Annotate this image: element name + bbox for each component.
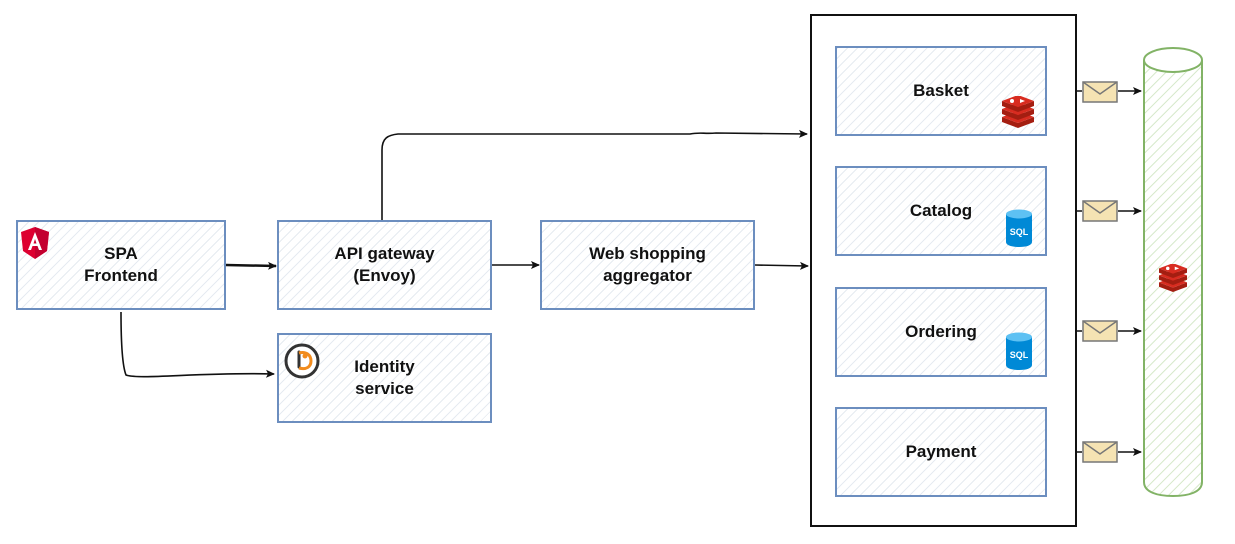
spa-frontend-label: SPA Frontend [84,244,158,285]
message-icon [1082,200,1118,222]
catalog-label: Catalog [909,201,973,220]
api-gateway-node[interactable]: API gateway (Envoy) [277,220,492,310]
redis-icon [1159,264,1187,292]
identity-server-icon [284,343,320,379]
basket-label: Basket [913,81,969,100]
svg-text:SQL: SQL [1010,227,1029,237]
web-shopping-aggregator-node[interactable]: Web shopping aggregator [540,220,755,310]
sql-database-icon: SQL [1006,332,1032,370]
api-gateway-label: API gateway (Envoy) [334,244,435,285]
redis-icon [1002,96,1034,128]
message-icon [1082,441,1118,463]
message-icon [1082,81,1118,103]
identity-service-label: Identity service [354,357,415,398]
payment-label: Payment [905,442,977,461]
arrow-aggregator-to-services [754,261,809,270]
aggregator-label: Web shopping aggregator [589,244,706,285]
sql-database-icon: SQL [1006,209,1032,247]
arrow-spa-to-gateway [225,261,277,270]
message-icon [1082,320,1118,342]
ordering-label: Ordering [905,322,977,341]
arrow-spa-to-identity [120,311,275,378]
spa-frontend-node[interactable]: SPA Frontend [16,220,226,310]
payment-service-node[interactable]: Payment [835,407,1047,497]
arrow-gateway-to-services [381,129,808,220]
svg-text:SQL: SQL [1010,350,1029,360]
angular-icon [21,227,49,259]
